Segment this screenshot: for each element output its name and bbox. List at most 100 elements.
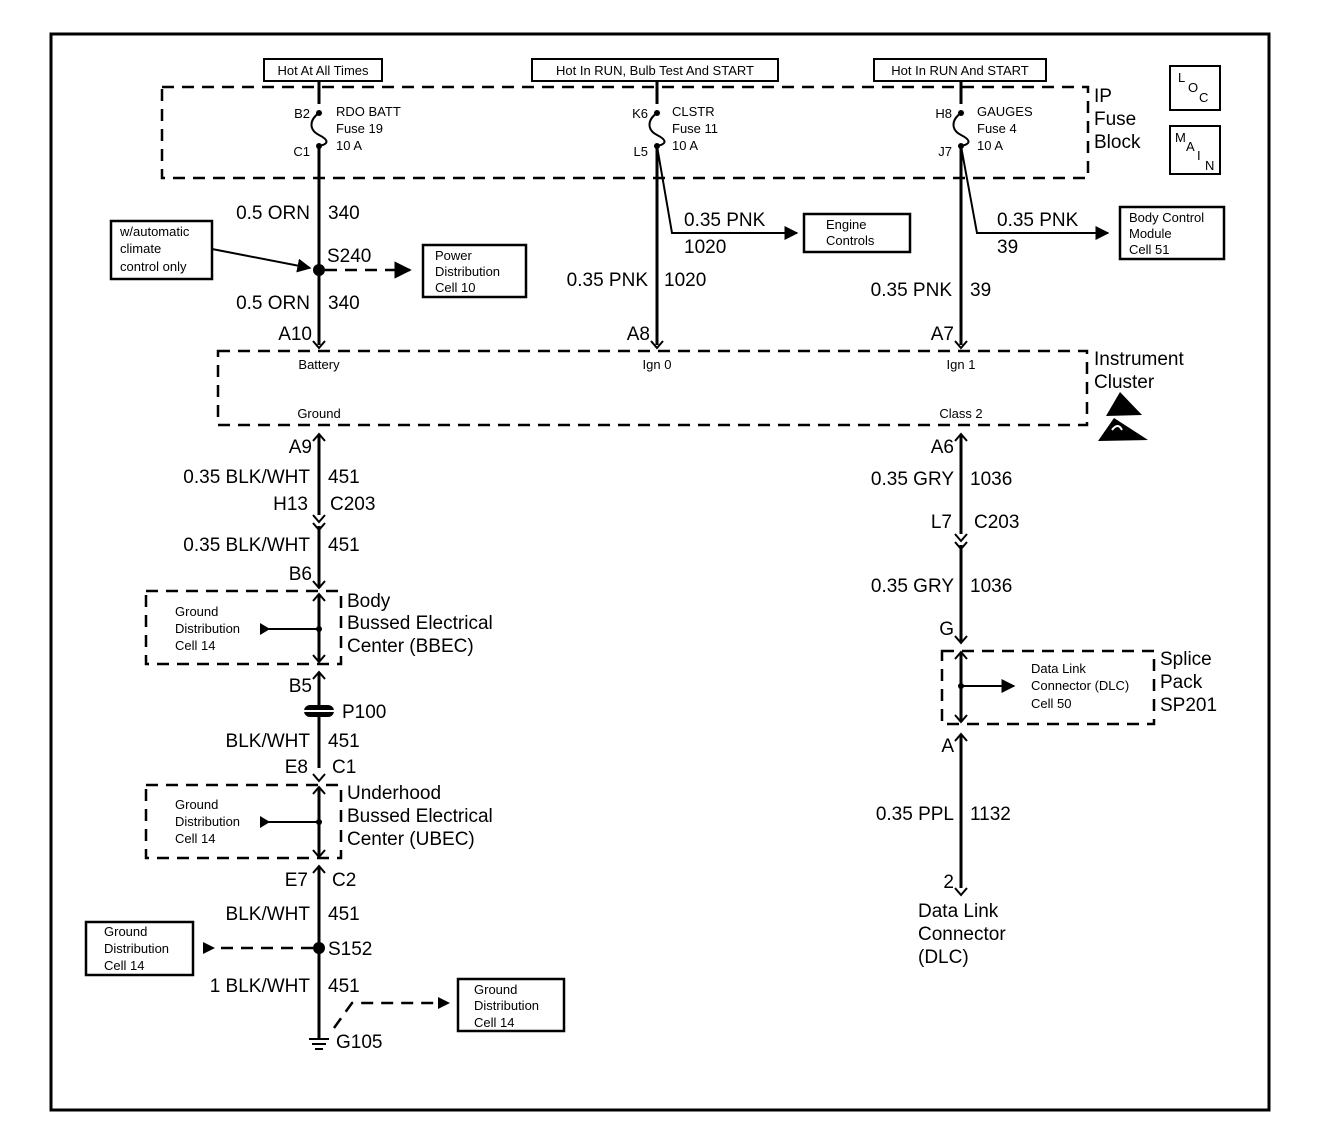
g105-branch-arrow — [438, 997, 450, 1009]
e8-pin: E8 — [285, 757, 308, 778]
fuse2-fuse: Fuse 11 — [672, 121, 718, 136]
fuse2-top-pin: K6 — [632, 106, 648, 121]
gd2-3: Cell 14 — [175, 831, 215, 846]
c1-label: C1 — [332, 757, 356, 778]
diagram-frame — [49, 32, 1271, 1112]
auto-note-2: climate — [120, 241, 161, 256]
w5-gauge: BLK/WHT — [226, 731, 311, 752]
a8-pin: A8 — [627, 324, 650, 345]
main-icon-m: M — [1175, 130, 1186, 145]
w3-gauge: 0.35 BLK/WHT — [183, 467, 310, 488]
bcm-1: Body Control — [1129, 210, 1204, 225]
fuse1-fuse: Fuse 19 — [336, 121, 383, 136]
splice-arrow-bottom — [954, 714, 968, 724]
gd1-2: Distribution — [175, 621, 240, 636]
w6-circuit: 451 — [328, 904, 360, 925]
fuse-block-title-3: Block — [1094, 132, 1141, 153]
ubec-gd-arrow — [260, 816, 270, 828]
rw4-gauge: 0.35 PPL — [876, 804, 954, 825]
gd1-3: Cell 14 — [175, 638, 215, 653]
cluster-ground: Ground — [297, 406, 340, 421]
cluster-class2: Class 2 — [939, 406, 982, 421]
right-w-gauge: 0.35 PNK — [871, 280, 953, 301]
bbec-arrow-bottom — [312, 654, 326, 664]
ubec-3: Center (UBEC) — [347, 829, 475, 850]
rw4-circuit: 1132 — [970, 804, 1011, 825]
mid-branch-circuit: 1020 — [684, 237, 726, 258]
engine-1: Engine — [826, 217, 866, 232]
loc-icon — [1169, 65, 1221, 111]
w7-circuit: 451 — [328, 976, 360, 997]
dlc-ref-3: Cell 50 — [1031, 696, 1071, 711]
c203-left: C203 — [330, 494, 375, 515]
p100-label: P100 — [342, 702, 386, 723]
h13-pin: H13 — [273, 494, 308, 515]
g-connector — [954, 635, 968, 645]
ubec-1: Underhood — [347, 783, 441, 804]
gd1-1: Ground — [175, 604, 218, 619]
cluster-battery: Battery — [298, 357, 340, 372]
bbec-dot — [316, 626, 322, 632]
sp-3: SP201 — [1160, 695, 1217, 716]
fuse2-name: CLSTR — [672, 104, 715, 119]
loc-icon-l: L — [1178, 70, 1185, 85]
c203-right-connector — [954, 533, 968, 543]
fuse2-symbol — [648, 112, 666, 147]
w2-circuit: 340 — [328, 293, 360, 314]
loc-icon-c: C — [1199, 90, 1208, 105]
b5-pin: B5 — [289, 676, 312, 697]
bbec-2: Bussed Electrical — [347, 613, 493, 634]
bcm-box — [1118, 205, 1226, 261]
gd2-1: Ground — [175, 797, 218, 812]
dlc-3: (DLC) — [918, 947, 969, 968]
engine-controls-box — [802, 212, 912, 254]
a10-pin: A10 — [278, 324, 312, 345]
fuse1-symbol — [310, 112, 328, 147]
esd-warning-icon — [1098, 392, 1148, 441]
main-icon-n: N — [1205, 158, 1214, 173]
cluster-ign0: Ign 0 — [643, 357, 672, 372]
dlc-1: Data Link — [918, 901, 999, 922]
hot-in-run-bulb-label: Hot In RUN, Bulb Test And START — [556, 63, 754, 78]
fuse1-bottom-pin: C1 — [293, 144, 310, 159]
main-icon-i: I — [1197, 148, 1201, 163]
auto-note-3: control only — [120, 259, 187, 274]
e7-pin: E7 — [285, 870, 308, 891]
rw3-gauge: 0.35 GRY — [871, 576, 954, 597]
fuse1-name: RDO BATT — [336, 104, 401, 119]
fuse3-name: GAUGES — [977, 104, 1033, 119]
auto-note-pointer — [211, 248, 312, 273]
pin2: 2 — [943, 872, 954, 893]
ground-icon — [309, 1038, 329, 1050]
s152-label: S152 — [328, 939, 372, 960]
ip-fuse-block — [160, 85, 1090, 180]
loc-icon-o: O — [1188, 80, 1198, 95]
hot-at-all-times-label: Hot At All Times — [277, 63, 369, 78]
a7-connector — [954, 340, 968, 350]
gd4-2: Distribution — [474, 998, 539, 1013]
a9-pin: A9 — [289, 437, 312, 458]
gd2-2: Distribution — [175, 814, 240, 829]
gd4-3: Cell 14 — [474, 1015, 514, 1030]
cluster-title-1: Instrument — [1094, 349, 1184, 370]
fuse3-rating: 10 A — [977, 138, 1003, 153]
w3-circuit: 451 — [328, 467, 360, 488]
ubec-arrow-bottom — [312, 849, 326, 859]
rw3-circuit: 1036 — [970, 576, 1012, 597]
auto-climate-note-box — [109, 219, 214, 281]
fuse3-fuse: Fuse 4 — [977, 121, 1017, 136]
gd3-box — [84, 920, 195, 977]
a7-pin: A7 — [931, 324, 954, 345]
w1-circuit: 340 — [328, 203, 360, 224]
b6-pin: B6 — [289, 564, 312, 585]
power-dist-2: Distribution — [435, 264, 500, 279]
right-branch-gauge: 0.35 PNK — [997, 210, 1079, 231]
ubec-box — [144, 783, 343, 860]
bcm-2: Module — [1129, 226, 1172, 241]
sp-1: Splice — [1160, 649, 1212, 670]
dlc-ref-2: Connector (DLC) — [1031, 678, 1129, 693]
fuse1-top-pin: B2 — [294, 106, 310, 121]
hot-at-all-times-box — [263, 58, 383, 82]
g105-branch — [332, 1001, 440, 1029]
